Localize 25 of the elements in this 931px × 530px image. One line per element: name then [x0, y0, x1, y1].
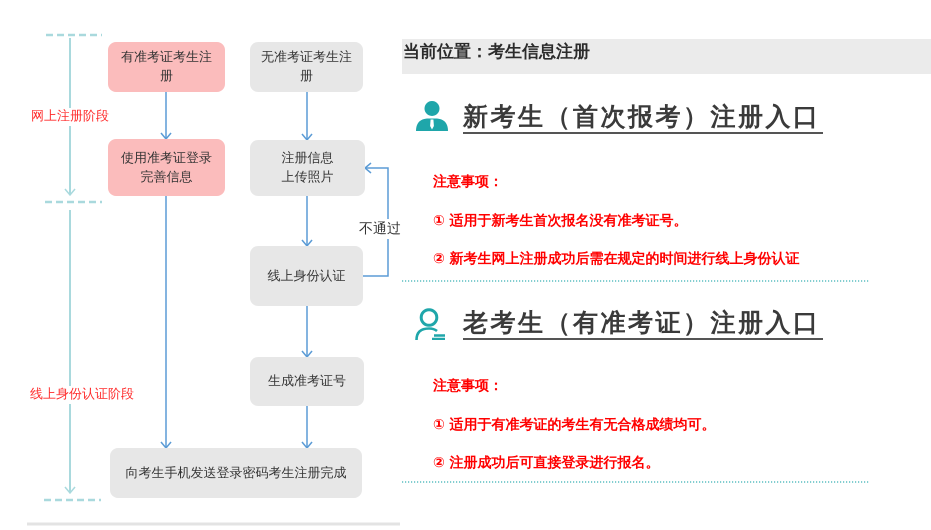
section-heading: 新考生（首次报考）注册入口 [463, 102, 823, 134]
note-text: ① 适用于有准考证的考生有无合格成绩均可。 [433, 416, 716, 435]
note-text: ② 新考生网上注册成功后需在规定的时间进行线上身份认证 [433, 250, 800, 269]
process-box: 向考生手机发送登录密码考生注册完成 [110, 448, 362, 498]
stage-label: 网上注册阶段 [31, 108, 109, 126]
section-heading: 老考生（有准考证）注册入口 [463, 308, 823, 340]
process-box: 无准考证考生注册 [250, 42, 363, 92]
breadcrumb-text: 当前位置：考生信息注册 [403, 42, 590, 62]
arrow [301, 92, 313, 141]
arrow [160, 92, 172, 140]
edge-label: 不通过 [359, 219, 401, 239]
note-text: ② 注册成功后可直接登录进行报名。 [433, 454, 660, 473]
process-box: 注册信息上传照片 [250, 140, 365, 196]
arrow [160, 196, 172, 449]
process-box: 使用准考证登录完善信息 [108, 139, 225, 196]
note-text: ① 适用于新考生首次报名没有准考证号。 [433, 212, 688, 231]
process-box: 生成准考证号 [250, 357, 364, 406]
process-box: 线上身份认证 [250, 246, 363, 306]
arrow [301, 406, 313, 449]
note-heading: 注意事项： [433, 376, 503, 396]
arrow [301, 196, 313, 247]
arrow [301, 306, 313, 358]
note-heading: 注意事项： [433, 172, 503, 192]
process-box: 有准考证考生注册 [108, 42, 225, 92]
stage-label: 线上身份认证阶段 [30, 386, 134, 404]
